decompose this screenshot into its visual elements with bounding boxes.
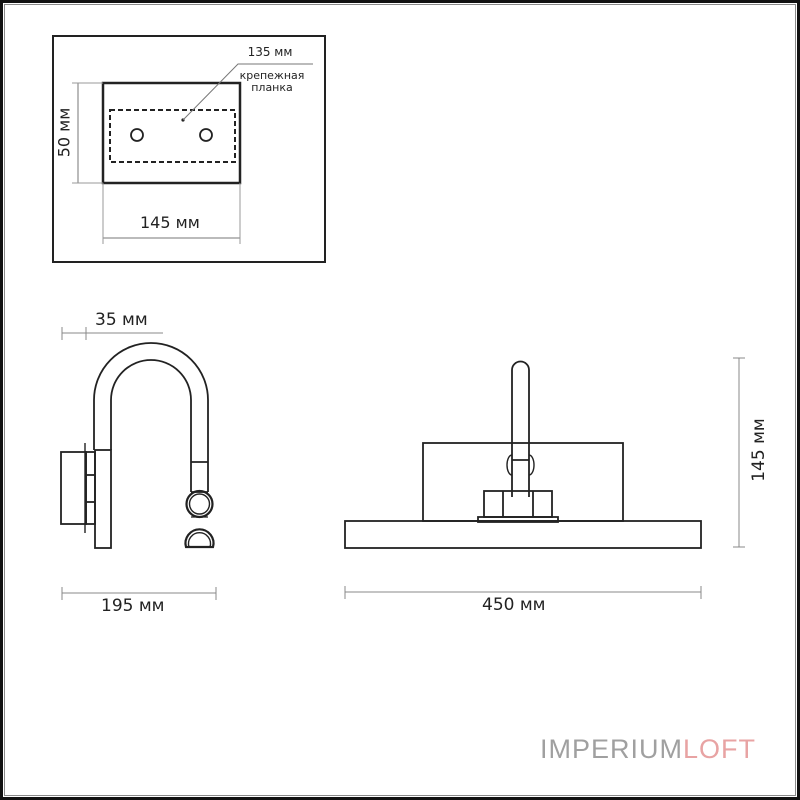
inner-frame <box>4 4 796 796</box>
front-width-label: 450 мм <box>482 595 546 615</box>
screw-hole-left <box>130 128 144 142</box>
brand-logo: IMPERIUMLOFT <box>540 734 756 765</box>
mounting-bracket-outline <box>109 109 236 163</box>
top-view <box>52 35 326 263</box>
front-height-label: 145 мм <box>749 418 769 482</box>
bracket-size-label: 135 мм <box>247 45 293 59</box>
side-view <box>60 327 217 600</box>
back-plate <box>422 442 624 522</box>
screw-hole-right <box>199 128 213 142</box>
lamp-arm-inner <box>110 359 192 492</box>
top-height-label: 50 мм <box>54 107 74 158</box>
wall-mount-box <box>60 451 87 525</box>
offset-label: 35 мм <box>95 310 148 330</box>
lamp-head-ring <box>185 489 214 519</box>
lamp-arm-outer <box>93 342 209 492</box>
brand-part2: LOFT <box>683 734 757 764</box>
lamp-head-base <box>184 528 215 549</box>
top-width-label: 145 мм <box>140 213 200 232</box>
brand-part1: IMPERIUM <box>540 734 683 764</box>
lamp-stem <box>511 360 530 497</box>
depth-label: 195 мм <box>101 596 165 616</box>
wall-plate <box>101 81 242 185</box>
nut <box>483 490 553 518</box>
bracket-name-line1: крепежная <box>239 69 305 82</box>
lamp-bar <box>344 520 702 549</box>
wall-plate-side <box>94 449 112 549</box>
bracket-name-line2: планка <box>251 81 293 94</box>
front-view <box>344 357 745 599</box>
